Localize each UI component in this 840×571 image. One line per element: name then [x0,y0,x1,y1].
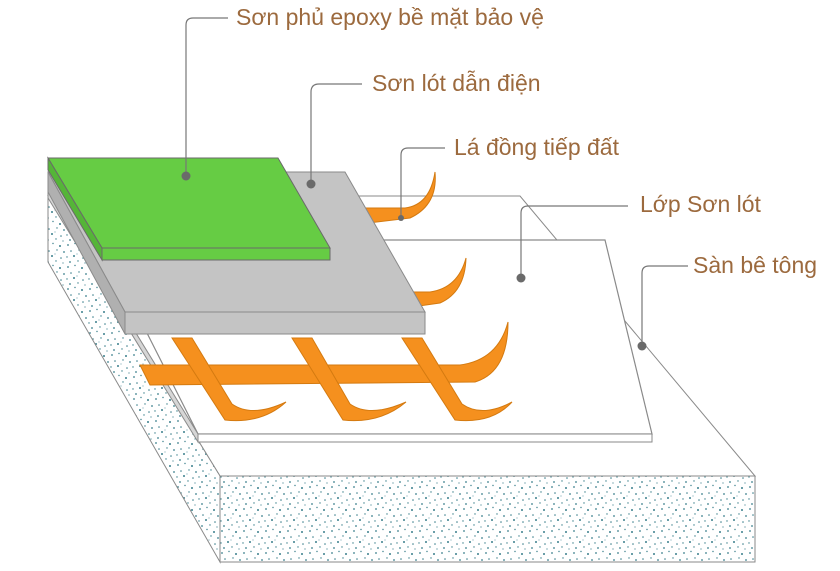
label-concrete-floor: Sàn bê tông [693,252,818,278]
leader-line-concrete [641,265,688,346]
leader-dot-primer [516,273,526,283]
conductive-primer-front-edge [124,311,426,335]
leader-dot-copper [398,215,404,221]
leader-lines [185,17,688,346]
leader-line-copper [400,147,445,218]
concrete-slab-front-face [219,475,756,563]
copper-strip-horizontal-1 [349,171,436,225]
label-copper-grounding-strip: Lá đồng tiếp đất [454,134,619,160]
leader-dot-concrete [637,341,647,351]
leader-dots [181,171,647,351]
epoxy-topcoat-layer [47,156,331,262]
primer-layer-front-edge [197,433,653,443]
leader-line-primer [520,205,628,278]
copper-strip-diagonal-1 [171,337,287,422]
label-conductive-primer: Sơn lót dẫn điện [372,70,541,96]
leader-line-epoxy [185,17,228,176]
copper-strip-diagonal-2 [291,337,407,422]
label-primer-layer: Lớp Sơn lót [640,191,761,217]
conductive-primer-left-edge [47,171,126,335]
leader-dot-epoxy [181,171,191,181]
epoxy-topcoat-left-edge [47,156,103,262]
copper-strip-diagonal-3 [401,337,513,422]
label-epoxy-topcoat: Sơn phủ epoxy bề mặt bảo vệ [236,4,544,30]
leader-dot-conductive-primer [306,179,316,189]
epoxy-topcoat-front-edge [101,247,331,261]
leader-line-conductive-primer [310,83,362,184]
copper-strip-horizontal-3 [139,321,509,386]
